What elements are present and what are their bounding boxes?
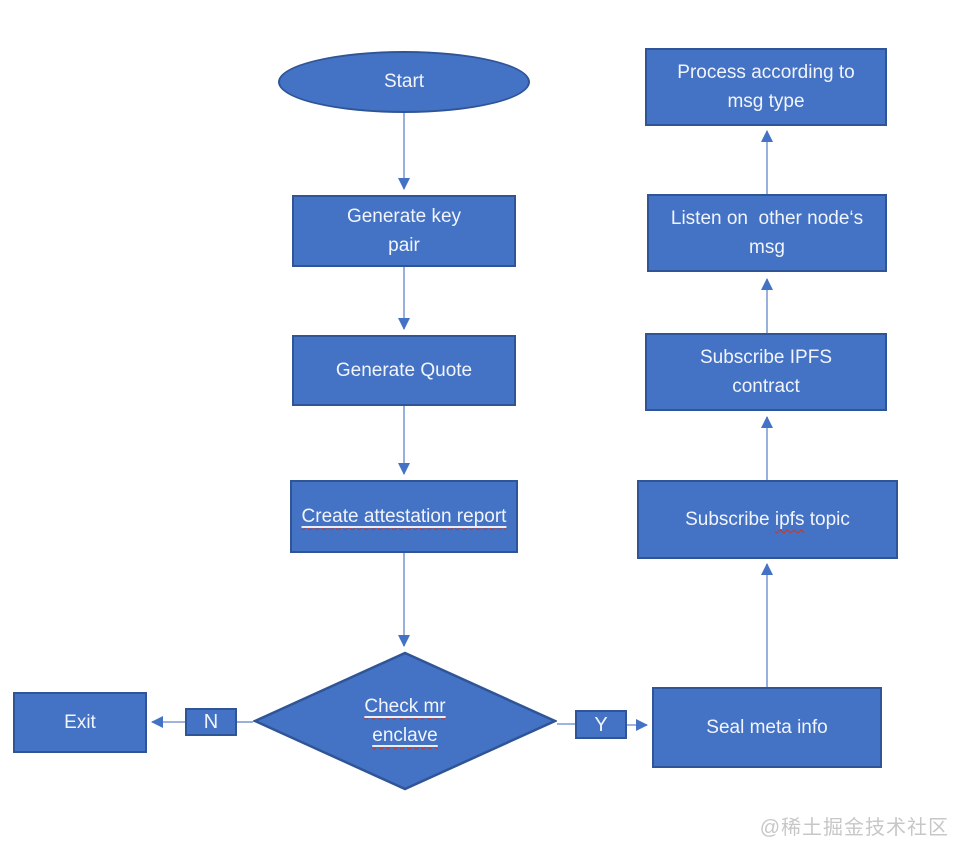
spellcheck-squiggle: Create attestation report (302, 502, 507, 531)
node-check-mr-enclave: Check mr enclave (251, 651, 559, 791)
node-subscribe-ipfs-contract-label: Subscribe IPFS contract (700, 346, 832, 397)
node-exit-label: Exit (64, 711, 96, 733)
watermark: @稀土掘金技术社区 (759, 817, 949, 839)
diamond-shape (251, 651, 559, 791)
edge-label-no-text: N (203, 711, 219, 733)
node-generate-quote: Generate Quote (292, 335, 516, 406)
node-generate-key-pair: Generate key pair (292, 195, 516, 267)
node-listen-other-nodes-msg: Listen on other node‘s msg (647, 194, 887, 272)
label-suffix: topic (804, 508, 850, 530)
node-seal-meta-info: Seal meta info (652, 687, 882, 768)
spellcheck-squiggle: Check mr enclave (338, 692, 473, 751)
edge-label-yes: Y (575, 710, 627, 739)
edge-label-yes-text: Y (594, 713, 608, 736)
node-create-attestation-report: Create attestation report (290, 480, 518, 553)
node-check-mr-enclave-label: Check mr enclave (364, 695, 446, 746)
node-process-according-msg-type: Process according to msg type (645, 48, 887, 126)
label-prefix: Subscribe (685, 508, 775, 530)
node-subscribe-ipfs-topic-label: Subscribe ipfs topic (685, 505, 850, 534)
node-subscribe-ipfs-topic: Subscribe ipfs topic (637, 480, 898, 559)
node-process-according-msg-type-label: Process according to msg type (677, 61, 855, 112)
spellcheck-squiggle: ipfs (774, 508, 805, 530)
node-create-attestation-report-label: Create attestation report (301, 505, 507, 527)
node-subscribe-ipfs-contract: Subscribe IPFS contract (645, 333, 887, 411)
node-seal-meta-info-label: Seal meta info (706, 716, 828, 738)
node-start-label: Start (383, 71, 425, 93)
node-check-mr-enclave-label-wrap: Check mr enclave (253, 651, 557, 791)
node-exit: Exit (13, 692, 147, 753)
node-generate-quote-label: Generate Quote (335, 359, 473, 381)
node-generate-key-pair-label: Generate key pair (346, 205, 462, 256)
node-start: Start (278, 51, 530, 113)
node-listen-other-nodes-msg-label: Listen on other node‘s msg (670, 207, 869, 258)
edge-label-no: N (185, 708, 237, 736)
